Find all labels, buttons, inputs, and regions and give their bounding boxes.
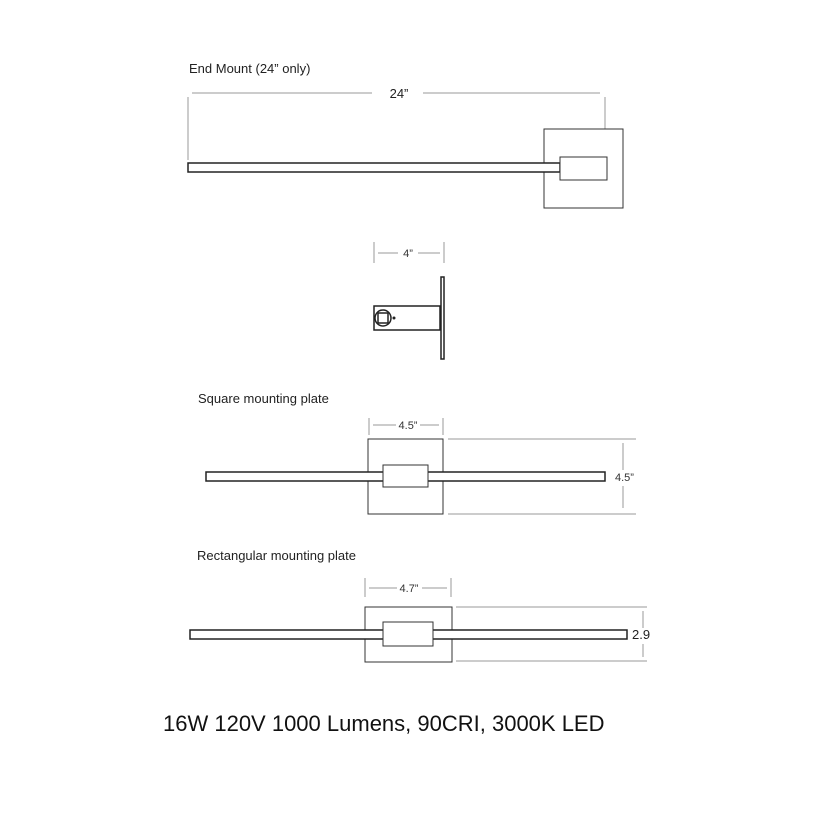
- height-dimension-label: 4.5”: [615, 472, 634, 484]
- end-mount-title: End Mount (24” only): [189, 61, 310, 76]
- square-plate-view: Square mounting plate 4.5” 4.5”: [198, 391, 636, 515]
- rect-plate-view: Rectangular mounting plate 4.7” 2.9: [189, 548, 650, 663]
- bar-profile-square: [377, 312, 389, 324]
- width-dimension-label: 4.5”: [399, 420, 418, 432]
- square-plate-title: Square mounting plate: [198, 391, 329, 406]
- wall-plate-side: [440, 276, 445, 360]
- length-dimension-label: 24”: [390, 86, 409, 101]
- end-mount-side-view: 4”: [373, 242, 445, 360]
- light-bar: [187, 162, 561, 173]
- depth-dimension-label: 4”: [403, 248, 413, 260]
- end-mount-front-view: End Mount (24” only) 24”: [187, 61, 624, 209]
- driver-box: [559, 156, 608, 181]
- rect-plate-title: Rectangular mounting plate: [197, 548, 356, 563]
- driver-box: [382, 464, 429, 488]
- height-dimension-label: 2.9: [632, 627, 650, 642]
- specs-text: 16W 120V 1000 Lumens, 90CRI, 3000K LED: [163, 711, 605, 736]
- screw-dot: [392, 316, 396, 320]
- width-dimension-label: 4.7”: [400, 583, 419, 595]
- driver-box: [382, 621, 434, 647]
